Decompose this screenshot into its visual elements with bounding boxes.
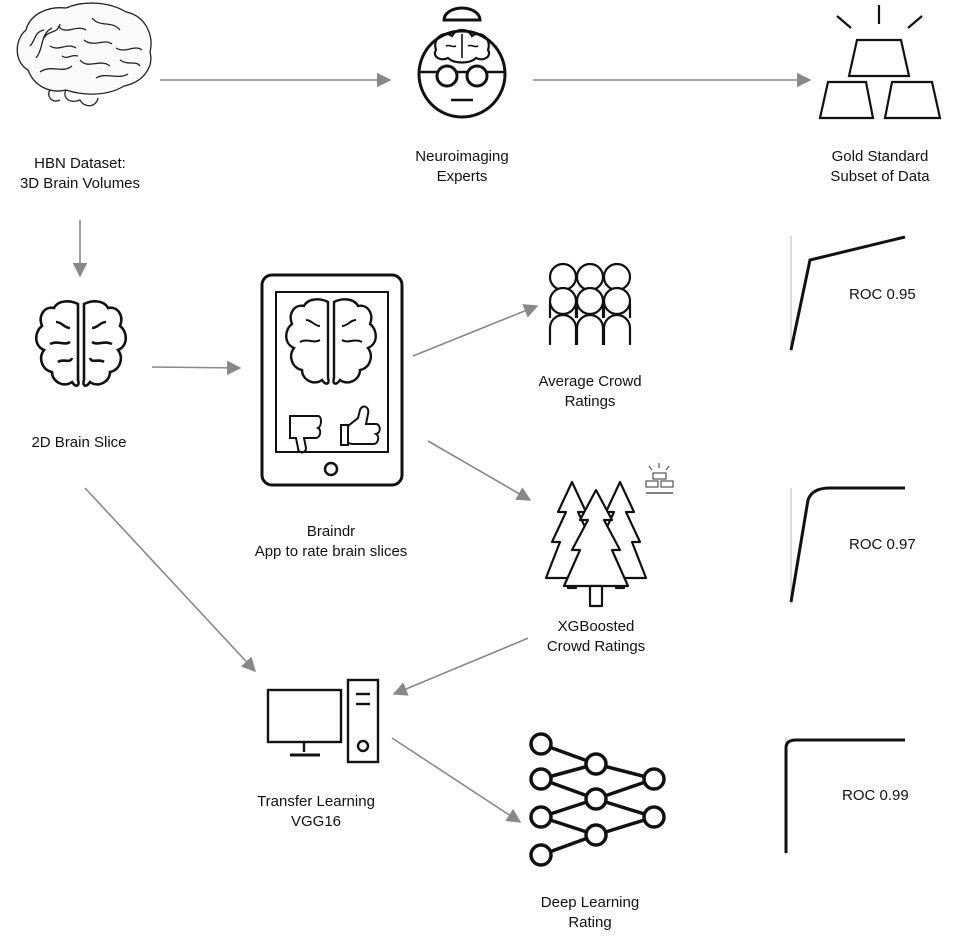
crowd-icon (548, 262, 632, 345)
roc-label-deep: ROC 0.99 (842, 787, 909, 804)
expert-icon (417, 6, 507, 119)
label-braindr-line2: App to rate brain slices (254, 543, 408, 560)
label-braindr: Braindr App to rate brain slices (200, 500, 462, 584)
roc-curve-deep (784, 738, 905, 855)
trees-icon (544, 480, 648, 608)
arrow-xgb-to-transfer (392, 633, 539, 696)
label-braindr-line1: Braindr (306, 523, 356, 540)
label-hbn-dataset: HBN Dataset: 3D Brain Volumes (4, 130, 156, 218)
label-transfer-line2: VGG16 (290, 813, 342, 830)
arrow-braindr-to-crowd (412, 304, 539, 357)
label-xgb-line2: Crowd Ratings (546, 638, 646, 655)
computer-icon (266, 678, 380, 764)
label-gold-line2: Subset of Data (830, 168, 930, 185)
arrows (72, 72, 812, 823)
label-xgb-line1: XGBoosted (557, 618, 635, 635)
roc-curve-xgb (789, 486, 905, 604)
label-gold-standard: Gold Standard Subset of Data (810, 126, 950, 208)
brain-3d-icon (16, 2, 152, 107)
arrow-braindr-to-xgb (427, 440, 532, 501)
label-transfer-line1: Transfer Learning (257, 793, 375, 810)
label-deep-line2: Rating (568, 914, 612, 931)
label-hbn-line1: HBN Dataset: (34, 155, 126, 172)
label-experts-line2: Experts (436, 168, 488, 185)
gold-bars-icon (818, 5, 942, 120)
roc-curve-crowd (789, 235, 906, 352)
label-neuroimaging-experts: Neuroimaging Experts (392, 126, 532, 208)
label-transfer-learning: Transfer Learning VGG16 (246, 770, 386, 854)
small-gold-icon (645, 463, 674, 494)
label-experts-line1: Neuroimaging (415, 148, 509, 165)
neural-network-icon (529, 732, 666, 867)
label-xgboosted: XGBoosted Crowd Ratings (528, 610, 664, 664)
label-average-crowd: Average Crowd Ratings (528, 352, 652, 432)
label-crowd-line1: Average Crowd (538, 373, 642, 390)
label-deep-learning: Deep Learning Rating (520, 880, 660, 946)
label-deep-line1: Deep Learning (540, 894, 640, 911)
label-hbn-line2: 3D Brain Volumes (19, 175, 141, 192)
label-gold-line1: Gold Standard (831, 148, 929, 165)
label-2d-brain-slice: 2D Brain Slice (4, 400, 154, 486)
roc-label-xgb: ROC 0.97 (849, 536, 916, 553)
label-crowd-line2: Ratings (564, 393, 616, 410)
arrow-slice-to-braindr (151, 360, 242, 376)
label-slice-line1: 2D Brain Slice (31, 434, 127, 451)
arrow-slice-to-transfer (84, 487, 256, 673)
arrow-transfer-to-deep (391, 737, 522, 823)
brain-2d-icon (34, 300, 128, 387)
tablet-icon (260, 273, 404, 487)
roc-label-crowd: ROC 0.95 (849, 286, 916, 303)
